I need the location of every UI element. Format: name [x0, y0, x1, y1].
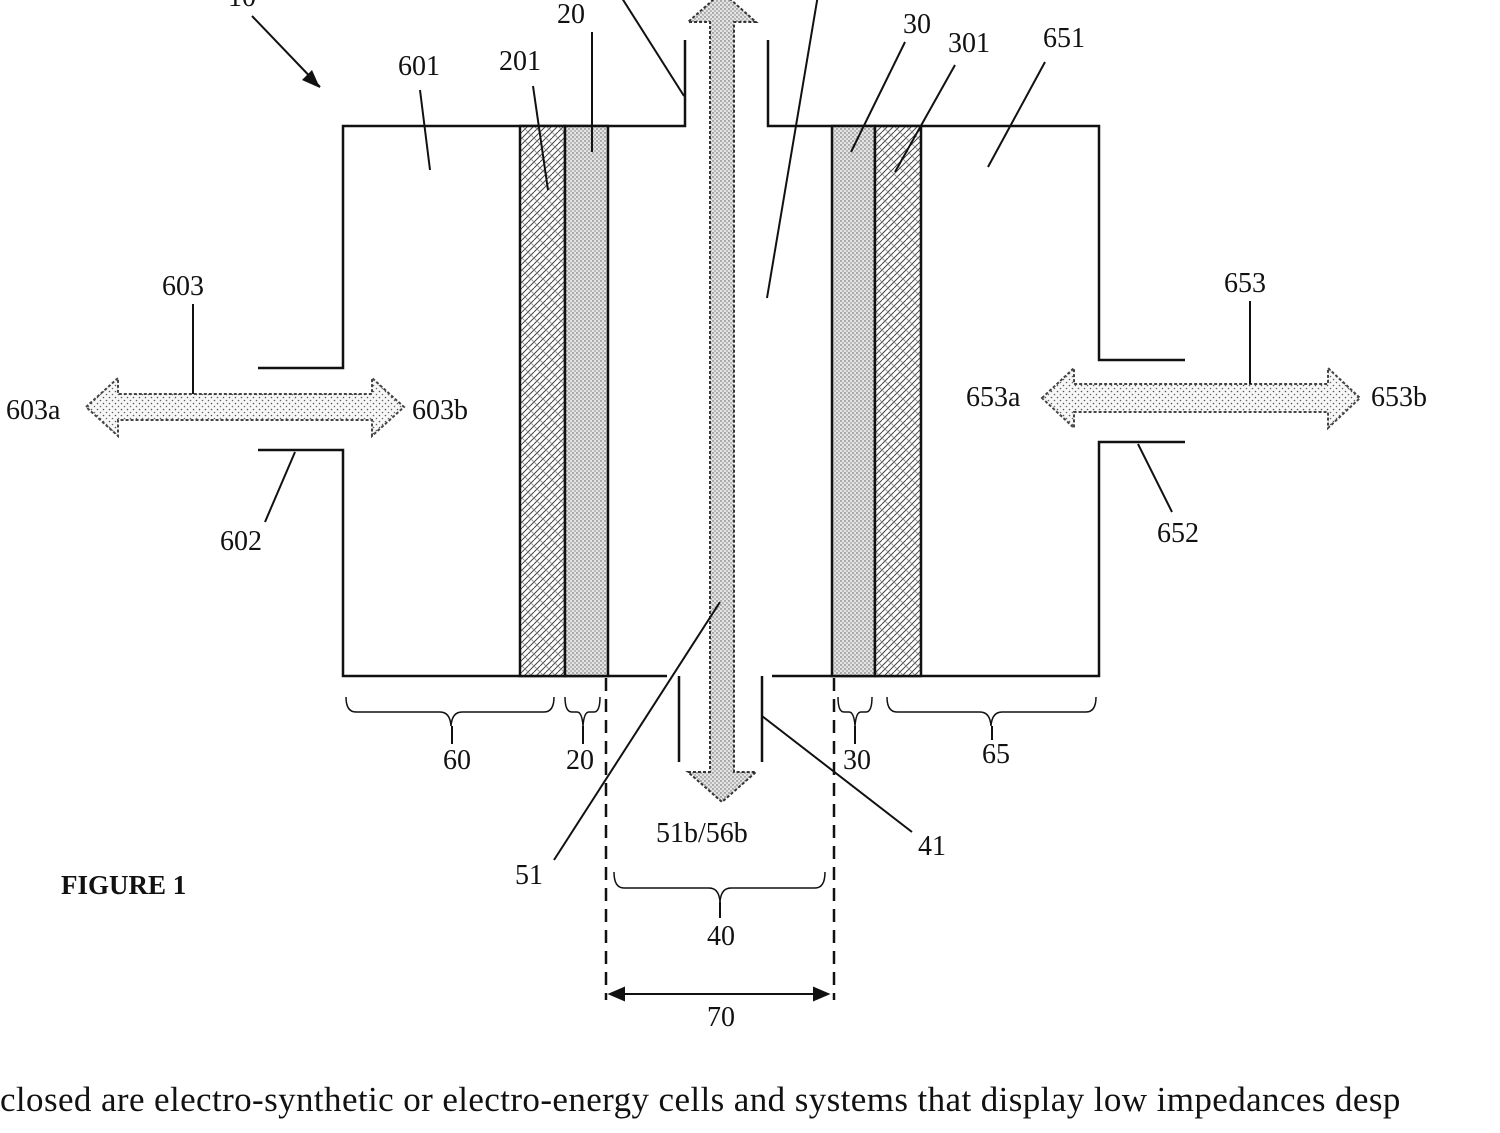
label-603b: 603b [412, 395, 468, 426]
label-601: 601 [398, 51, 440, 82]
dimension-70-arrow [610, 988, 828, 1000]
figure-title: FIGURE 1 [61, 870, 186, 900]
right-port-arrow [1042, 368, 1360, 428]
pointer-arrowhead [302, 70, 320, 88]
label-201: 201 [499, 46, 541, 77]
label-51: 51 [515, 860, 543, 891]
label-603: 603 [162, 271, 204, 302]
label-bracket-65: 65 [982, 739, 1010, 770]
label-651: 651 [1043, 23, 1085, 54]
label-40: 40 [707, 921, 735, 952]
layer-301 [875, 126, 921, 676]
bracket-40 [614, 872, 825, 902]
label-653: 653 [1224, 268, 1266, 299]
label-41: 41 [918, 831, 946, 862]
label-bracket-20: 20 [566, 745, 594, 776]
caption-text: closed are electro-synthetic or electro-… [0, 1080, 1500, 1120]
left-port-arrow [86, 378, 404, 436]
label-51b-56b: 51b/56b [656, 818, 748, 849]
label-602: 602 [220, 526, 262, 557]
label-bracket-30: 30 [843, 745, 871, 776]
bracket-60 [346, 697, 554, 726]
label-cell-10: 10 [228, 0, 256, 13]
bracket-20 [565, 697, 600, 726]
label-70: 70 [707, 1002, 735, 1033]
label-30: 30 [903, 9, 931, 40]
electrode-30 [832, 126, 875, 676]
label-653a: 653a [966, 382, 1021, 413]
electrode-20 [565, 126, 608, 676]
label-603a: 603a [6, 395, 61, 426]
layer-201 [520, 126, 565, 676]
label-bracket-60: 60 [443, 745, 471, 776]
label-653b: 653b [1371, 382, 1427, 413]
label-652: 652 [1157, 518, 1199, 549]
bracket-65 [887, 697, 1096, 726]
bracket-30 [838, 697, 872, 726]
label-301: 301 [948, 28, 990, 59]
vertical-flow-arrow [688, 0, 756, 802]
label-electrode-20-top: 20 [557, 0, 585, 30]
